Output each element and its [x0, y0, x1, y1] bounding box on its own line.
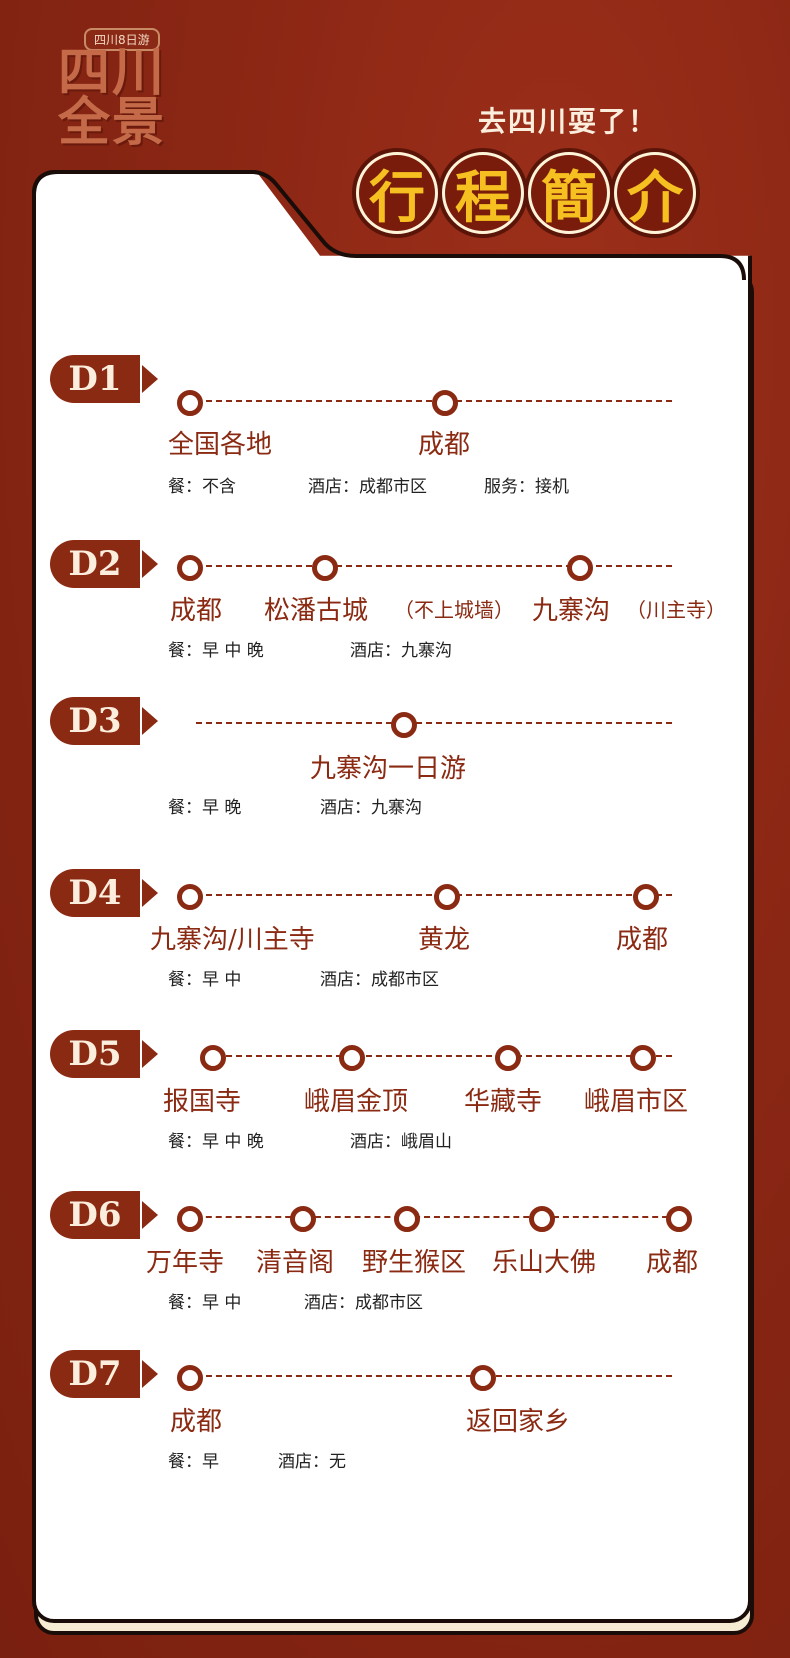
meal-info: 餐：早 中 — [168, 970, 242, 990]
place-label: 万年寺 — [146, 1248, 225, 1278]
place-label: 报国寺 — [163, 1087, 242, 1117]
page-title: 行 程 簡 介 — [352, 148, 700, 238]
title-char: 介 — [610, 148, 700, 238]
logo-badge: 四川8日游 — [84, 28, 160, 51]
place-label: 华藏寺 — [464, 1087, 543, 1117]
hotel-info: 酒店：无 — [278, 1452, 346, 1472]
route-line — [196, 722, 672, 724]
place-label: 峨眉市区 — [584, 1087, 689, 1117]
place-note: （不上城墙） — [394, 598, 514, 622]
logo-line-1: 四川 — [58, 42, 167, 103]
route-stop-icon — [290, 1206, 316, 1232]
card-tab-edge — [32, 170, 746, 281]
route-line — [186, 894, 672, 896]
route-stop-icon — [177, 884, 203, 910]
route-stop-icon — [394, 1206, 420, 1232]
place-label: 返回家乡 — [466, 1407, 571, 1437]
place-label: 九寨沟 — [532, 596, 611, 626]
place-label: 成都 — [170, 596, 223, 626]
route-stop-icon — [434, 884, 460, 910]
hotel-info: 酒店：成都市区 — [320, 970, 439, 990]
place-label: 成都 — [616, 925, 669, 955]
service-info: 服务：接机 — [484, 477, 569, 497]
place-label: 黄龙 — [418, 925, 471, 955]
place-note: （川主寺） — [626, 598, 726, 622]
route-stop-icon — [391, 712, 417, 738]
day-badge: D4 — [50, 869, 158, 917]
place-label: 成都 — [646, 1248, 699, 1278]
tagline: 去四川耍了！ — [478, 105, 659, 138]
route-stop-icon — [495, 1045, 521, 1071]
route-stop-icon — [529, 1206, 555, 1232]
day-badge: D7 — [50, 1350, 158, 1398]
route-stop-icon — [200, 1045, 226, 1071]
route-stop-icon — [177, 555, 203, 581]
place-label: 九寨沟一日游 — [310, 754, 467, 784]
meal-info: 餐：早 — [168, 1452, 219, 1472]
route-stop-icon — [633, 884, 659, 910]
meal-info: 餐：早 中 晚 — [168, 1132, 264, 1152]
route-stop-icon — [567, 555, 593, 581]
place-label: 九寨沟/川主寺 — [150, 925, 315, 955]
place-label: 成都 — [418, 430, 471, 460]
meal-info: 餐：早 中 — [168, 1293, 242, 1313]
route-stop-icon — [666, 1206, 692, 1232]
route-stop-icon — [339, 1045, 365, 1071]
route-stop-icon — [177, 1206, 203, 1232]
place-label: 野生猴区 — [362, 1248, 467, 1278]
title-char: 行 — [352, 148, 442, 238]
route-line — [186, 400, 672, 402]
place-label: 乐山大佛 — [492, 1248, 597, 1278]
meal-info: 餐：早 中 晚 — [168, 641, 264, 661]
logo: 四川8日游 四川 全景 — [58, 26, 198, 156]
place-label: 清音阁 — [256, 1248, 335, 1278]
meal-info: 餐：不含 — [168, 477, 236, 497]
title-char: 程 — [438, 148, 528, 238]
route-stop-icon — [432, 390, 458, 416]
meal-info: 餐：早 晚 — [168, 798, 242, 818]
route-line — [206, 1055, 672, 1057]
route-stop-icon — [312, 555, 338, 581]
route-line — [186, 1375, 672, 1377]
day-badge: D3 — [50, 697, 158, 745]
route-stop-icon — [177, 1365, 203, 1391]
hotel-info: 酒店：成都市区 — [304, 1293, 423, 1313]
place-label: 松潘古城 — [264, 596, 369, 626]
route-line — [186, 565, 672, 567]
place-label: 峨眉金顶 — [304, 1087, 409, 1117]
day-badge: D5 — [50, 1030, 158, 1078]
route-line — [186, 1216, 678, 1218]
hotel-info: 酒店：九寨沟 — [320, 798, 422, 818]
hotel-info: 酒店：峨眉山 — [350, 1132, 452, 1152]
route-stop-icon — [630, 1045, 656, 1071]
logo-title: 四川 全景 — [58, 42, 198, 153]
hotel-info: 酒店：九寨沟 — [350, 641, 452, 661]
day-badge: D1 — [50, 355, 158, 403]
day-badge: D6 — [50, 1191, 158, 1239]
route-stop-icon — [470, 1365, 496, 1391]
logo-line-2: 全景 — [58, 92, 167, 153]
place-label: 全国各地 — [168, 430, 273, 460]
hotel-info: 酒店：成都市区 — [308, 477, 427, 497]
day-badge: D2 — [50, 540, 158, 588]
route-stop-icon — [177, 390, 203, 416]
place-label: 成都 — [170, 1407, 223, 1437]
